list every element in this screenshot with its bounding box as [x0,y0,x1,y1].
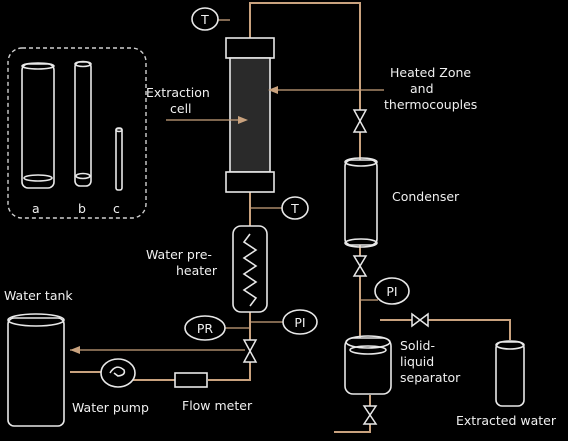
flow-meter [174,372,208,388]
flow-meter-label: Flow meter [182,398,253,413]
heated-zone-label-3: thermocouples [384,97,477,112]
valve-top-right [352,109,368,133]
water-tank-label: Water tank [4,288,73,303]
extraction-cell-label-2: cell [170,101,192,116]
svg-text:PI: PI [386,284,397,299]
separator-label-3: separator [400,370,461,385]
gauge-pi-right: PI [374,277,410,305]
svg-text:T: T [290,201,299,216]
solid-liquid-separator [344,335,392,395]
heated-zone-label: Heated Zone [390,65,471,80]
svg-text:T: T [200,12,209,27]
cell-types-panel [7,47,147,219]
svg-text:PR: PR [197,321,214,336]
valve-separator-side [411,312,429,328]
gauge-pi-left: PI [282,309,318,335]
separator-label-2: liquid [400,354,434,369]
water-preheater-label-2: heater [176,263,218,278]
svg-text:PI: PI [294,315,305,330]
cell-a-label: a [32,201,40,216]
gauge-pr: PR [184,315,226,341]
valve-separator-bottom [362,405,378,425]
water-preheater-label: Water pre- [146,247,212,262]
condenser-label: Condenser [392,189,460,204]
water-pump-label: Water pump [72,400,149,415]
water-preheater [232,225,268,313]
valve-condenser-out [352,255,368,277]
water-pump [100,358,136,388]
separator-label: Solid- [400,338,435,353]
pipe-network [70,2,511,433]
extracted-water-label: Extracted water [456,413,557,428]
valve-preheater-out [242,339,258,363]
gauge-t-mid: T [281,196,309,220]
gauge-t-top: T [191,7,219,31]
extracted-water-vessel [495,340,525,407]
cell-b-label: b [78,201,86,216]
extraction-cell [225,37,275,193]
condenser [344,157,378,248]
cell-c-label: c [113,201,120,216]
heated-zone-label-2: and [410,81,434,96]
extraction-cell-label: Extraction [146,85,210,100]
water-tank [7,313,65,427]
